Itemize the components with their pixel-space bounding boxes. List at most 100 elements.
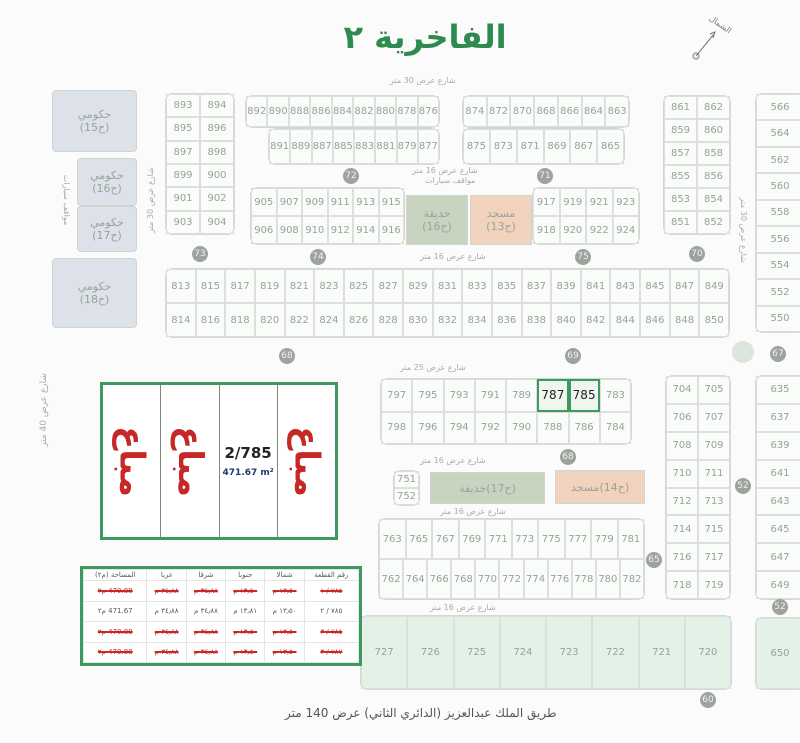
lot-814[interactable]: 814 [166,303,196,337]
lot-564[interactable]: 564 [756,120,800,147]
lot-875[interactable]: 875 [463,129,490,164]
lot-798[interactable]: 798 [381,411,413,444]
lot-910[interactable]: 910 [302,216,328,244]
lot-901[interactable]: 901 [166,187,200,211]
sub-lot-1[interactable]: مباع [103,385,162,537]
lot-879[interactable]: 879 [396,129,418,164]
lot-772[interactable]: 772 [499,559,524,599]
lot-847[interactable]: 847 [669,269,700,303]
lot-917[interactable]: 917 [533,188,560,216]
lot-635[interactable]: 635 [756,376,800,404]
lot-827[interactable]: 827 [373,269,404,303]
lot-913[interactable]: 913 [353,188,379,216]
lot-713[interactable]: 713 [698,487,730,516]
lot-762[interactable]: 762 [379,559,404,599]
lot-815[interactable]: 815 [195,269,226,303]
government-plot[interactable]: حكومي(ح15) [52,90,137,152]
mosque-plot[interactable]: مسجد(ح14) [555,470,645,504]
lot-821[interactable]: 821 [284,269,315,303]
lot-852[interactable]: 852 [697,211,730,234]
lot-779[interactable]: 779 [591,519,618,559]
lot-709[interactable]: 709 [698,431,730,460]
lot-902[interactable]: 902 [200,187,234,211]
lot-908[interactable]: 908 [276,216,302,244]
lot-558[interactable]: 558 [756,199,800,227]
government-plot[interactable]: حكومي(ح16) [77,158,137,206]
lot-775[interactable]: 775 [538,519,565,559]
lot-556[interactable]: 556 [756,226,800,253]
lot-924[interactable]: 924 [612,216,639,244]
lot-904[interactable]: 904 [200,210,234,234]
lot-560[interactable]: 560 [756,173,800,200]
lot-896[interactable]: 896 [200,117,234,141]
lot-763[interactable]: 763 [379,519,406,559]
lot-795[interactable]: 795 [412,379,444,412]
lot-886[interactable]: 886 [310,96,332,127]
lot-784[interactable]: 784 [599,411,631,444]
lot-783[interactable]: 783 [599,379,631,412]
sub-lot-2[interactable]: مباع [161,385,220,537]
lot-830[interactable]: 830 [403,303,433,337]
lot-637[interactable]: 637 [756,403,800,432]
government-plot[interactable]: حكومي(ح18) [52,258,137,328]
lot-873[interactable]: 873 [489,129,517,164]
lot-824[interactable]: 824 [314,303,344,337]
lot-766[interactable]: 766 [427,559,452,599]
lot-892[interactable]: 892 [246,96,268,127]
lot-895[interactable]: 895 [166,117,200,141]
lot-877[interactable]: 877 [417,129,439,164]
lot-711[interactable]: 711 [698,459,730,488]
lot-725[interactable]: 725 [453,616,500,689]
lot-717[interactable]: 717 [698,543,730,572]
lot-828[interactable]: 828 [373,303,404,337]
lot-857[interactable]: 857 [664,142,697,165]
garden-plot[interactable]: حديقة(ح16) [406,195,468,245]
lot-789[interactable]: 789 [506,379,538,412]
lot-787[interactable]: 787 [537,379,569,412]
lot-920[interactable]: 920 [559,216,586,244]
lot-868[interactable]: 868 [534,96,558,127]
lot-816[interactable]: 816 [195,303,226,337]
lot-878[interactable]: 878 [396,96,418,127]
lot-820[interactable]: 820 [254,303,285,337]
lot-850[interactable]: 850 [699,303,729,337]
lot-818[interactable]: 818 [225,303,255,337]
lot-914[interactable]: 914 [353,216,379,244]
lot-893[interactable]: 893 [166,94,200,118]
lot-776[interactable]: 776 [547,559,572,599]
lot-846[interactable]: 846 [640,303,670,337]
lot-897[interactable]: 897 [166,140,200,164]
lot-724[interactable]: 724 [499,616,546,689]
lot-839[interactable]: 839 [551,269,581,303]
lot-860[interactable]: 860 [697,119,730,142]
lot-780[interactable]: 780 [595,559,620,599]
lot-874[interactable]: 874 [463,96,487,127]
lot-867[interactable]: 867 [570,129,598,164]
lot-835[interactable]: 835 [491,269,522,303]
lot-786[interactable]: 786 [568,411,600,444]
lot-882[interactable]: 882 [353,96,375,127]
lot-704[interactable]: 704 [666,376,698,404]
lot-915[interactable]: 915 [378,188,404,216]
lot-905[interactable]: 905 [251,188,277,216]
lot-706[interactable]: 706 [666,403,698,432]
lot-791[interactable]: 791 [474,379,506,412]
lot-718[interactable]: 718 [666,571,698,599]
lot-909[interactable]: 909 [302,188,328,216]
lot-797[interactable]: 797 [381,379,413,412]
lot-826[interactable]: 826 [343,303,374,337]
lot-562[interactable]: 562 [756,146,800,174]
lot-720[interactable]: 720 [684,616,731,689]
lot-900[interactable]: 900 [200,164,234,188]
lot-774[interactable]: 774 [523,559,548,599]
lot-865[interactable]: 865 [597,129,624,164]
lot-723[interactable]: 723 [546,616,593,689]
government-plot[interactable]: حكومي(ح17) [77,206,137,252]
lot-715[interactable]: 715 [698,515,730,544]
lot-769[interactable]: 769 [458,519,485,559]
lot-869[interactable]: 869 [543,129,571,164]
lot-650[interactable]: 650 [756,618,800,689]
lot-906[interactable]: 906 [251,216,277,244]
lot-861[interactable]: 861 [664,96,697,119]
lot-823[interactable]: 823 [314,269,344,303]
